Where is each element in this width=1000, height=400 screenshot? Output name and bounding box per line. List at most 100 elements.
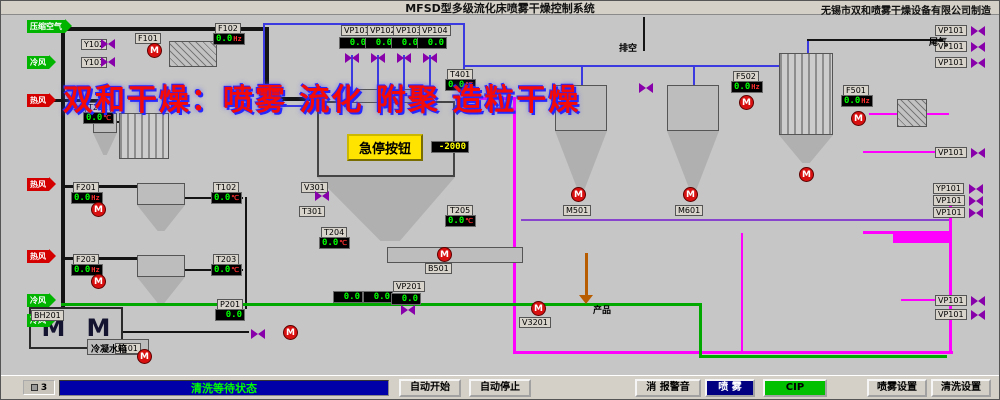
cyclone-5 <box>667 85 719 131</box>
pump-motor-icon: M <box>91 202 106 217</box>
pipe <box>45 99 101 102</box>
auto-stop-button[interactable]: 自动停止 <box>469 379 531 397</box>
cyclone-1-cone <box>93 133 117 155</box>
valve-icon <box>971 42 985 52</box>
instrument-tag: BH201 <box>31 310 64 321</box>
instrument-tag: V301 <box>301 182 328 193</box>
pump-motor-icon: M <box>531 301 546 316</box>
page-title: MFSD型多级流化床喷雾干燥控制系统 <box>405 1 595 15</box>
flow-label: 冷凝水箱 <box>91 345 128 355</box>
printer-icon <box>30 384 38 391</box>
value-readout: 0.0℃ <box>211 192 243 204</box>
pipe <box>513 351 953 354</box>
valve-icon <box>971 148 985 158</box>
valve-icon <box>969 184 983 194</box>
pipe <box>429 55 431 105</box>
feed-arrow: 冷风 <box>27 293 56 307</box>
valve-icon <box>315 191 329 201</box>
pump-motor-icon: M <box>437 247 452 262</box>
pump-motor-icon: M <box>799 167 814 182</box>
value-readout: 0.0Hz <box>841 95 873 107</box>
flow-label: 排空 <box>619 44 638 54</box>
feed-arrow: 冷风 <box>27 55 56 69</box>
product-arrow-icon <box>579 295 593 304</box>
value-readout: 0.0 <box>215 309 245 321</box>
feed-arrow: 热风 <box>27 249 56 263</box>
instrument-tag: VP201 <box>393 281 425 292</box>
pipe <box>643 17 645 51</box>
valve-icon <box>639 83 653 93</box>
pipe <box>585 253 588 295</box>
valve-icon <box>397 53 411 63</box>
value-readout: 0.0Hz <box>71 264 103 276</box>
value-readout: 0.0Hz <box>71 192 103 204</box>
spray-settings-button[interactable]: 喷雾设置 <box>867 379 927 397</box>
pipe-label-box <box>893 231 951 243</box>
value-readout: 0.0 <box>363 291 393 303</box>
pump-motor-icon: M <box>91 274 106 289</box>
clean-settings-button[interactable]: 清洗设置 <box>931 379 991 397</box>
value-readout: 0.0 <box>417 37 447 49</box>
valve-icon <box>101 39 115 49</box>
instrument-tag: VP101 <box>933 195 965 206</box>
value-readout: 0.0Hz <box>731 81 763 93</box>
cyclone-5-cone <box>667 131 719 189</box>
auto-start-button[interactable]: 自动开始 <box>399 379 461 397</box>
bag-filter-left <box>119 113 169 159</box>
pipe <box>693 67 695 85</box>
mute-alarm-button[interactable]: 消 报警音 <box>635 379 701 397</box>
value-readout: 0.0 <box>333 291 363 303</box>
pipe <box>123 331 249 333</box>
pipe <box>465 97 513 100</box>
pump-motor-icon: M <box>739 95 754 110</box>
pipe <box>901 299 951 301</box>
pipe <box>949 205 952 353</box>
pipe <box>465 65 781 67</box>
value-readout: 0.0Hz <box>213 33 245 45</box>
feed-arrow: 热风 <box>27 93 56 107</box>
cyclone-4-cone <box>555 131 607 189</box>
pipe <box>265 97 321 101</box>
pipe <box>463 23 465 107</box>
instrument-tag: VP101 <box>935 147 967 158</box>
pipe <box>61 257 139 260</box>
instrument-tag: VP101 <box>935 25 967 36</box>
pipe <box>403 55 405 105</box>
value-readout: -2000 <box>431 141 469 153</box>
status-text: 清洗等待状态 <box>191 382 257 395</box>
flow-label: 产品 <box>593 306 612 316</box>
pipe <box>807 41 809 55</box>
cyclone-2 <box>137 183 185 205</box>
pump-motor-icon: M <box>683 187 698 202</box>
instrument-tag: V3201 <box>519 317 551 328</box>
cip-button[interactable]: CIP <box>763 379 827 397</box>
pipe <box>63 27 267 31</box>
feed-arrow: 热风 <box>27 177 56 191</box>
instrument-tag: VP101 <box>935 41 967 52</box>
value-readout: 0.0 <box>391 293 421 305</box>
instrument-tag: M601 <box>675 205 704 216</box>
pipe <box>61 185 139 188</box>
instrument-tag: VP101 <box>935 295 967 306</box>
feed-arrow: 压缩空气 <box>27 19 72 33</box>
title-bar: MFSD型多级流化床喷雾干燥控制系统 无锡市双和喷雾干燥设备有限公司制造 <box>1 1 999 17</box>
value-readout: 0.0℃ <box>319 237 351 249</box>
valve-icon <box>971 26 985 36</box>
pipe <box>807 39 943 41</box>
heater <box>169 41 217 67</box>
valve-icon <box>371 53 385 63</box>
instrument-tag: YP101 <box>933 183 964 194</box>
pipe <box>263 23 465 25</box>
status-bar: 清洗等待状态 <box>59 380 389 396</box>
instrument-tag: T301 <box>299 206 326 217</box>
bag-filter-right <box>779 53 833 135</box>
cyclone-2-cone <box>137 205 185 231</box>
cyclone-3 <box>137 255 185 277</box>
emergency-stop-button[interactable]: 急停按钮 <box>347 134 424 161</box>
valve-icon <box>971 310 985 320</box>
spray-button[interactable]: 喷 雾 <box>705 379 755 397</box>
value-readout: 0.0℃ <box>211 264 243 276</box>
valve-icon <box>423 53 437 63</box>
